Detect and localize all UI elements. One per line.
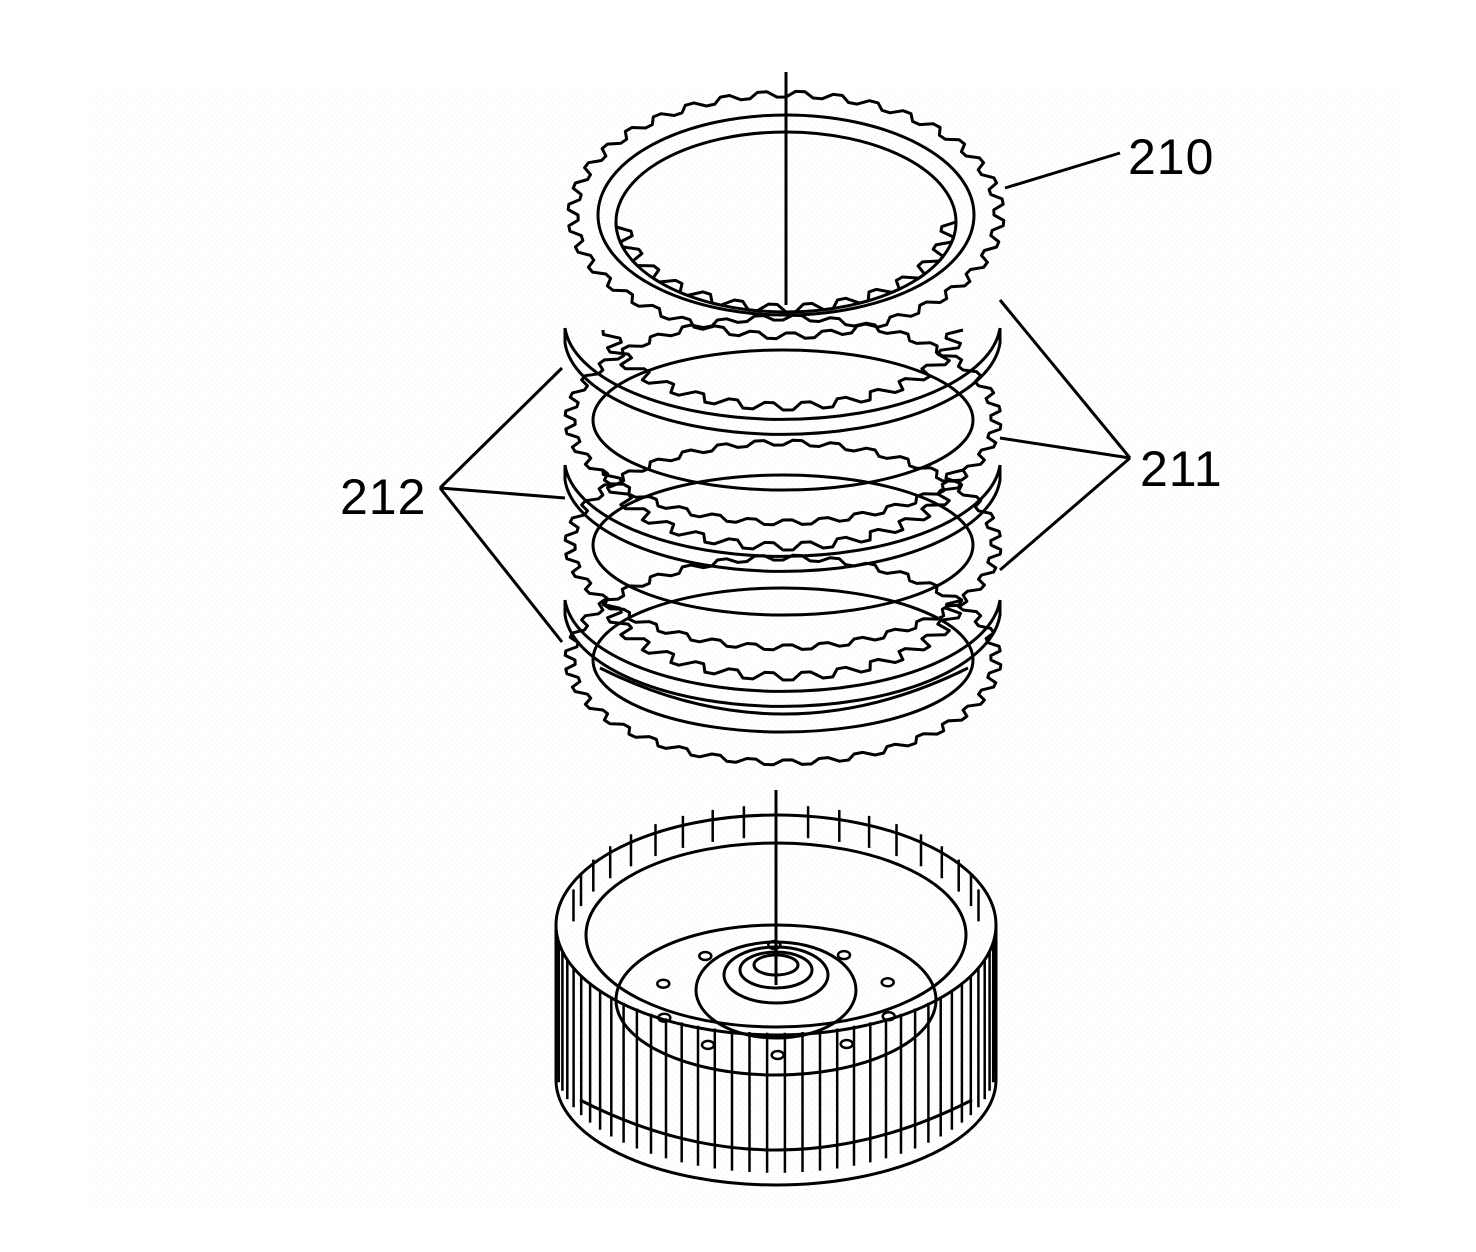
friction-plate-2 <box>563 464 1002 573</box>
separator-plate-middle <box>563 438 1003 652</box>
friction-plate-1 <box>563 327 1002 436</box>
clutch-hub <box>554 805 998 1187</box>
leader-212-b <box>439 486 566 500</box>
reference-label-212: 212 <box>340 469 427 525</box>
separator-plate-upper <box>563 313 1003 527</box>
clutch-plate-stack <box>563 89 1006 767</box>
hub-splines <box>554 805 998 1173</box>
reference-label-210: 210 <box>1128 129 1215 185</box>
leader-lines <box>438 151 1132 643</box>
separator-plate-bottom <box>563 553 1003 767</box>
leader-211-a <box>998 299 1132 459</box>
hub-hole <box>770 1049 785 1061</box>
leader-212-a <box>438 366 564 490</box>
hub-hole <box>767 939 782 951</box>
hub-hole <box>881 1011 896 1022</box>
background-stipple <box>90 90 1400 1210</box>
reference-label-211: 211 <box>1140 441 1223 497</box>
hub-hole <box>839 1038 854 1050</box>
hub-hole <box>880 977 895 988</box>
leader-210 <box>1004 151 1121 190</box>
hub-hole <box>698 950 713 962</box>
leader-211-b <box>999 436 1131 460</box>
hub-hole <box>656 978 671 989</box>
friction-plate-3 <box>563 598 1002 708</box>
hub-hole <box>657 1012 672 1023</box>
leader-212-c <box>438 487 564 643</box>
leader-211-c <box>999 456 1131 572</box>
hub-hole <box>836 949 852 961</box>
center-axis <box>774 72 788 985</box>
hub-hole <box>700 1039 716 1051</box>
hub-holes <box>656 939 896 1061</box>
